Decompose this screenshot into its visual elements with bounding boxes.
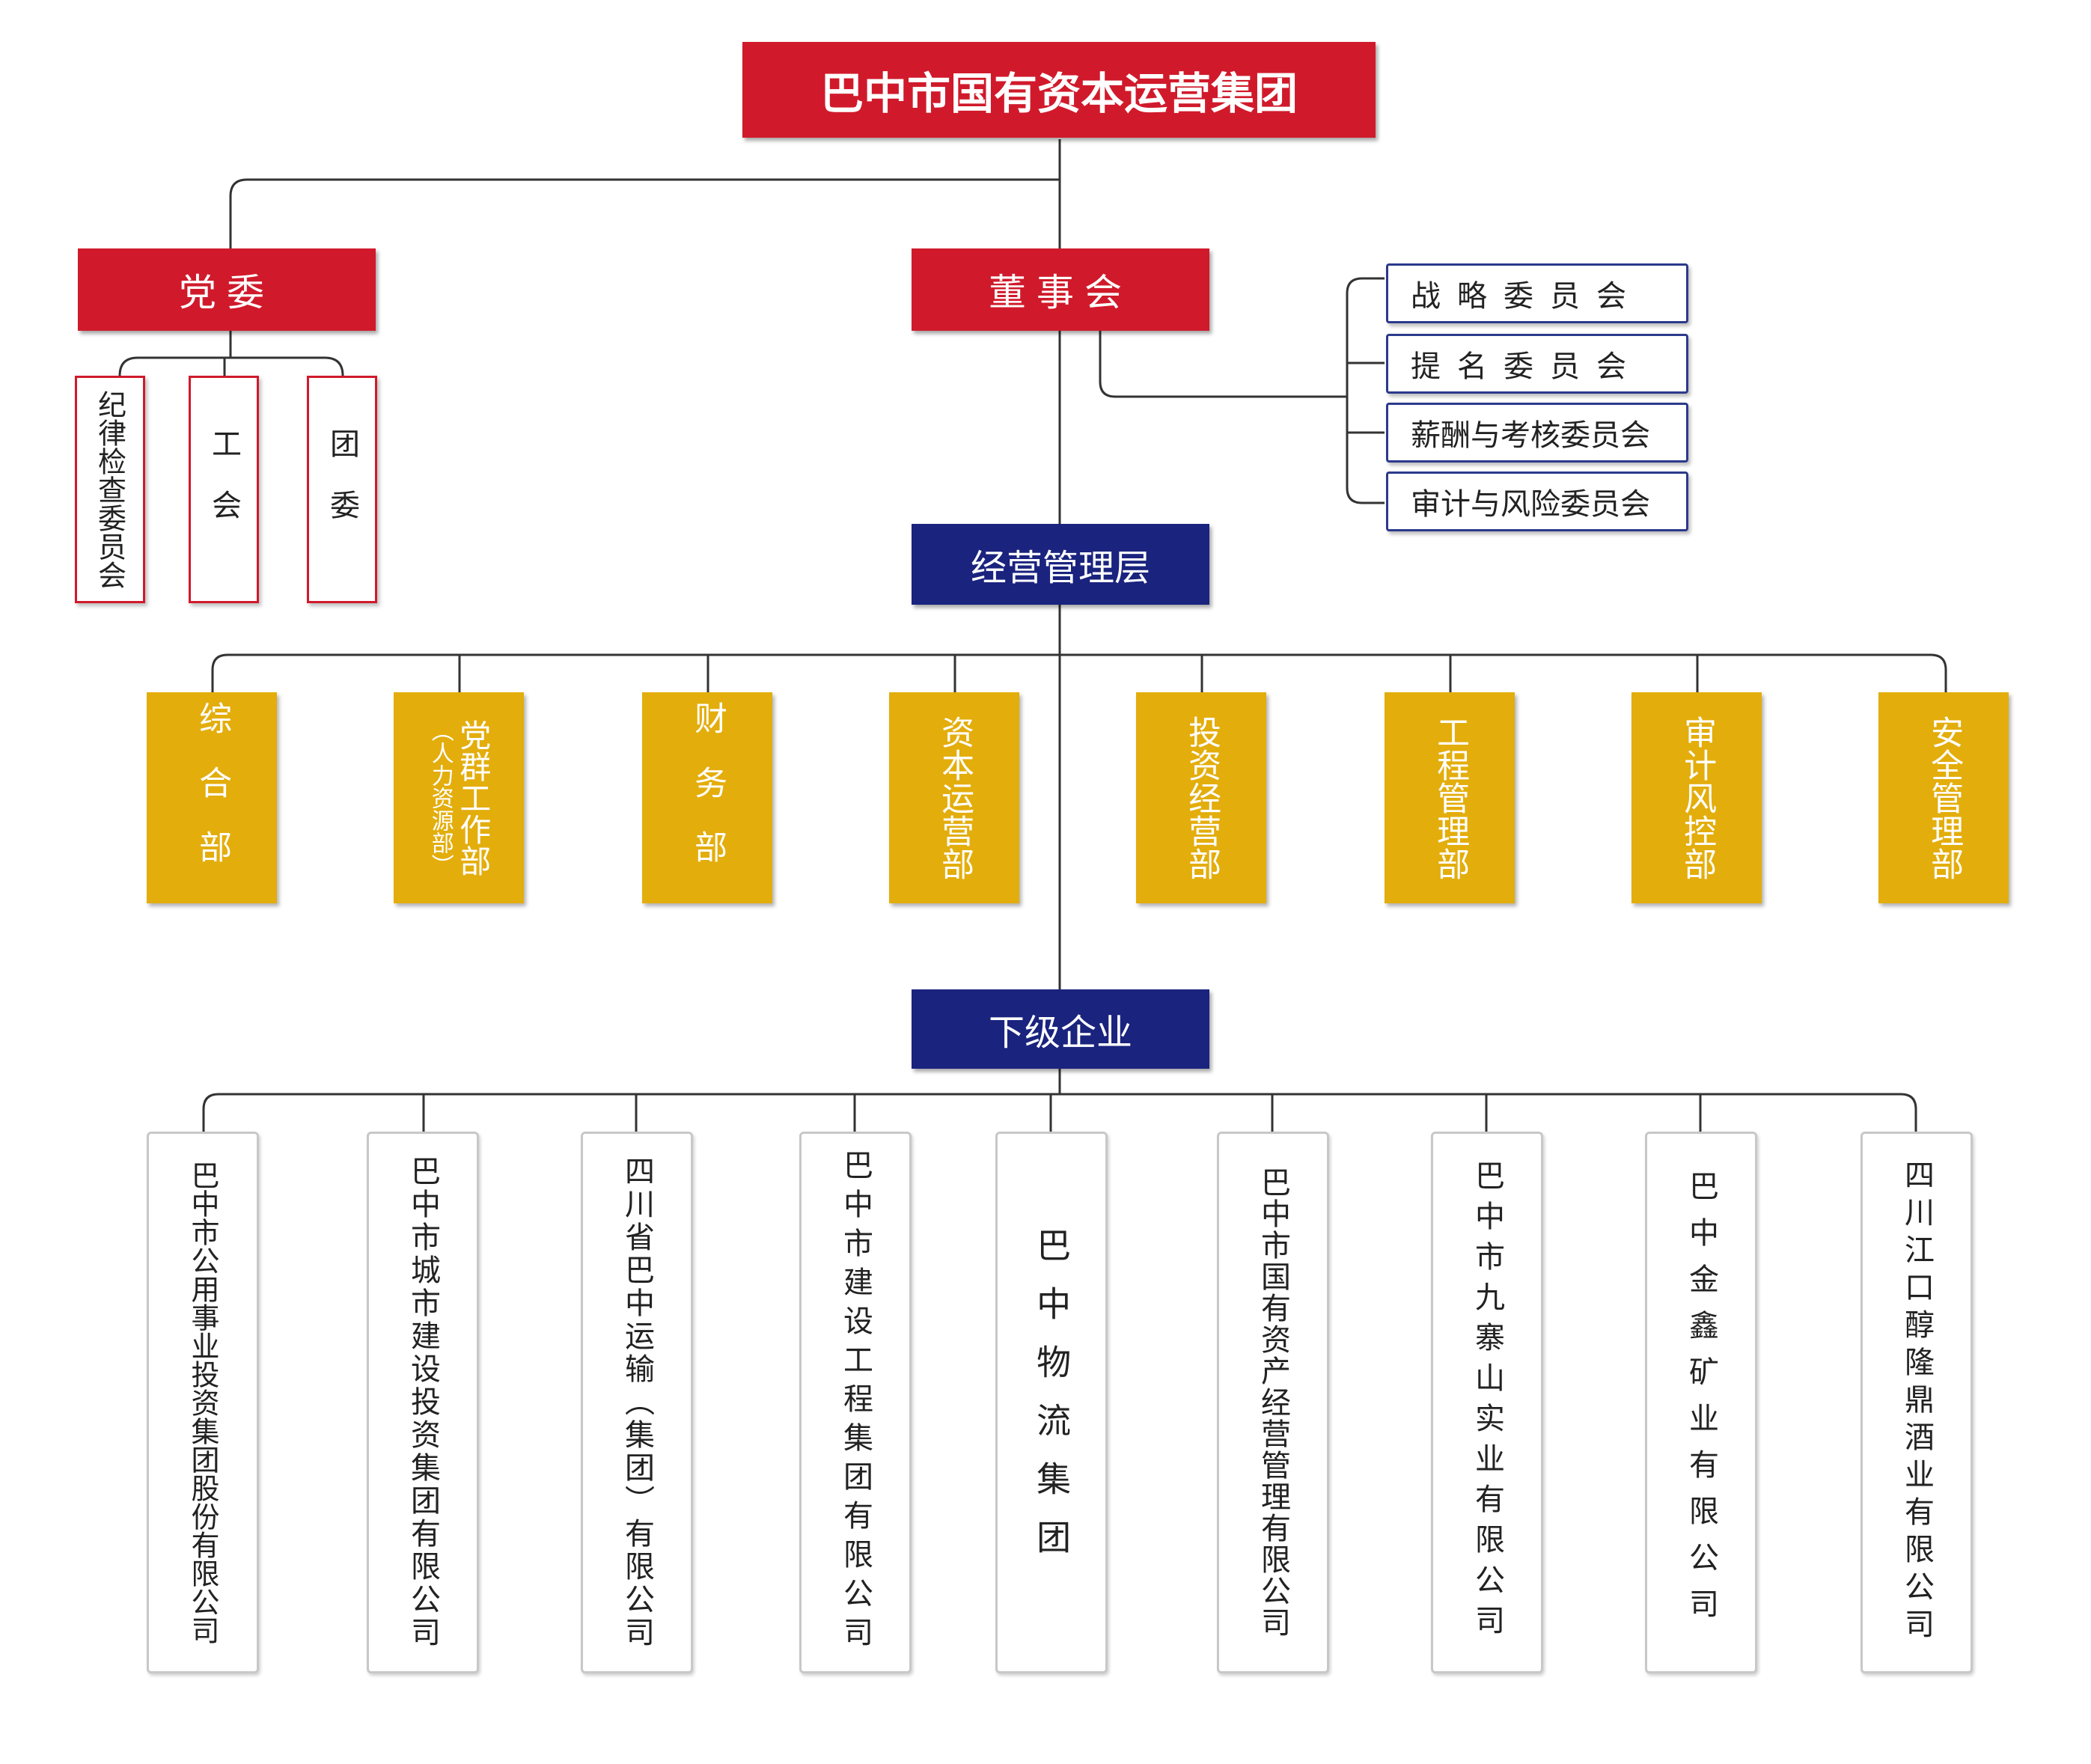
subsidiary-name: 巴中金鑫矿业有限公司 <box>1684 1171 1718 1635</box>
trade-union-name: 工会 <box>207 428 241 551</box>
subsidiary-box: 巴中市公用事业投资集团股份有限公司 <box>147 1132 259 1673</box>
strategy-committee-name: 战略委员会 <box>1411 279 1643 314</box>
dept-party-hr-name: 党群工作部 <box>454 719 492 876</box>
subsidiary-name: 四川江口醇隆鼎酒业有限公司 <box>1899 1159 1934 1646</box>
connector-subsidiaries <box>202 1069 1917 1132</box>
dept-party-hr-subname: （人力资源部） <box>427 719 454 876</box>
subsidiary-box: 四川江口醇隆鼎酒业有限公司 <box>1860 1132 1973 1673</box>
discipline-committee-box: 纪律检查委员会 <box>75 376 145 603</box>
connector-board-committees <box>1099 277 1385 504</box>
youth-league-name: 团委 <box>325 428 359 551</box>
subsidiary-name: 巴中市公用事业投资集团股份有限公司 <box>186 1161 219 1644</box>
subsidiary-box: 巴中市国有资产经营管理有限公司 <box>1217 1132 1329 1673</box>
dept-capital-name: 资本运营部 <box>935 715 974 880</box>
audit-risk-committee-box: 审计与风险委员会 <box>1386 471 1688 531</box>
dept-investment-name: 投资经营部 <box>1182 715 1221 880</box>
dept-capital-box: 资本运营部 <box>889 692 1019 903</box>
connector-party-children <box>118 331 344 376</box>
connector-departments <box>211 653 1947 692</box>
dept-safety-name: 安全管理部 <box>1925 715 1964 880</box>
subsidiaries-header-box: 下级企业 <box>912 989 1209 1069</box>
subsidiary-name: 巴中市城市建设投资集团有限公司 <box>406 1156 440 1649</box>
subsidiary-name: 四川省巴中运输（集团）有限公司 <box>620 1156 654 1649</box>
dept-investment-box: 投资经营部 <box>1136 692 1266 903</box>
party-committee-name: 党委 <box>179 271 275 314</box>
subsidiaries-header-name: 下级企业 <box>988 1012 1132 1054</box>
dept-finance-name: 财务部 <box>689 701 727 894</box>
youth-league-box: 团委 <box>307 376 377 603</box>
subsidiary-box: 巴中市城市建设投资集团有限公司 <box>367 1132 479 1673</box>
dept-audit-risk-name: 审计风控部 <box>1678 715 1717 880</box>
subsidiary-name: 巴中物流集团 <box>1031 1227 1072 1578</box>
top-group-box: 巴中市国有资本运营集团 <box>742 42 1376 138</box>
dept-finance-box: 财务部 <box>642 692 772 903</box>
top-group-name: 巴中市国有资本运营集团 <box>819 68 1298 119</box>
board-box: 董事会 <box>912 248 1209 331</box>
compensation-committee-box: 薪酬与考核委员会 <box>1386 403 1688 463</box>
dept-audit-risk-box: 审计风控部 <box>1631 692 1762 903</box>
dept-safety-box: 安全管理部 <box>1878 692 2009 903</box>
party-committee-box: 党委 <box>78 248 376 331</box>
subsidiary-name: 巴中市建设工程集团有限公司 <box>838 1150 873 1655</box>
subsidiary-name: 巴中市国有资产经营管理有限公司 <box>1256 1167 1290 1638</box>
nomination-committee-name: 提名委员会 <box>1411 350 1643 384</box>
subsidiary-box: 巴中市建设工程集团有限公司 <box>799 1132 912 1673</box>
subsidiary-box: 四川省巴中运输（集团）有限公司 <box>581 1132 693 1673</box>
discipline-committee-name: 纪律检查委员会 <box>93 390 126 589</box>
board-name: 董事会 <box>989 271 1132 314</box>
audit-risk-committee-name: 审计与风险委员会 <box>1411 487 1650 522</box>
management-name: 经营管理层 <box>970 547 1150 589</box>
subsidiary-box: 巴中物流集团 <box>995 1132 1108 1673</box>
dept-general-name: 综合部 <box>193 701 232 894</box>
compensation-committee-name: 薪酬与考核委员会 <box>1411 418 1650 453</box>
strategy-committee-box: 战略委员会 <box>1386 263 1688 323</box>
dept-general-box: 综合部 <box>147 692 277 903</box>
dept-engineering-name: 工程管理部 <box>1431 715 1470 880</box>
dept-engineering-box: 工程管理部 <box>1385 692 1515 903</box>
connector-top-to-party <box>229 178 1060 248</box>
subsidiary-name: 巴中市九寨山实业有限公司 <box>1470 1160 1504 1645</box>
management-box: 经营管理层 <box>912 524 1209 605</box>
dept-party-hr-box: 党群工作部 （人力资源部） <box>394 692 524 903</box>
trade-union-box: 工会 <box>189 376 259 603</box>
subsidiary-box: 巴中市九寨山实业有限公司 <box>1431 1132 1543 1673</box>
subsidiary-box: 巴中金鑫矿业有限公司 <box>1645 1132 1757 1673</box>
nomination-committee-box: 提名委员会 <box>1386 334 1688 394</box>
